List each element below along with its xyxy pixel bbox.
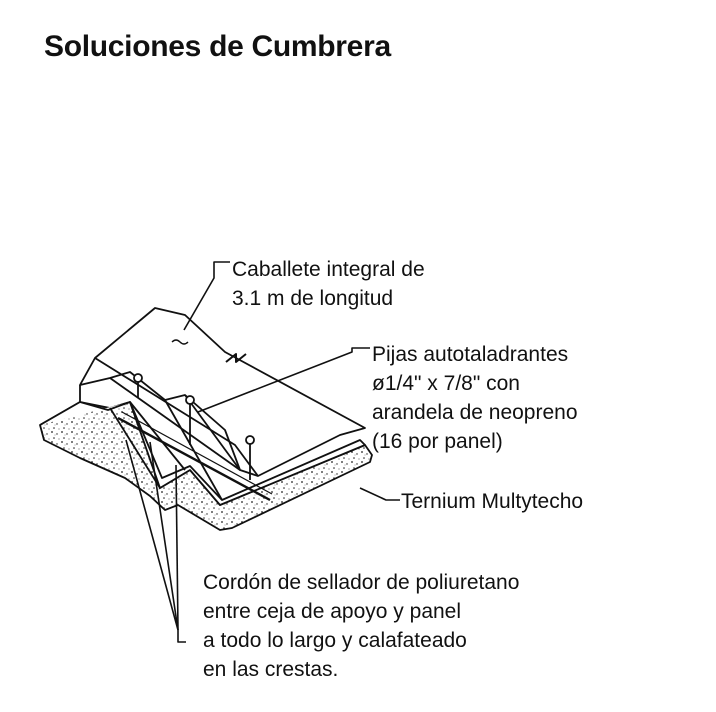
screw-icon <box>133 373 143 398</box>
callout-sealant: Cordón de sellador de poliuretano entre … <box>203 568 519 684</box>
callout-line: entre ceja de apoyo y panel <box>203 600 462 623</box>
panel-rib <box>129 401 186 471</box>
ridge-cap-fold <box>109 377 241 471</box>
panel-rib <box>164 399 223 501</box>
callout-line: ø1/4" x 7/8" con <box>372 372 520 395</box>
leader-sealant <box>175 464 179 631</box>
callout-line: Ternium Multytecho <box>401 490 584 513</box>
callout-line: Caballete integral de <box>232 258 425 281</box>
break-line-icon <box>225 353 247 363</box>
callout-line: a todo lo largo y calafateado <box>203 629 467 652</box>
panel-rib <box>109 407 161 489</box>
leader-panel <box>359 487 400 501</box>
callout-panel: Ternium Multytecho <box>401 487 583 516</box>
callout-line: (16 por panel) <box>372 430 503 453</box>
panel-rib <box>184 394 241 471</box>
screw-icon <box>185 395 195 445</box>
callout-ridge-cap: Caballete integral de 3.1 m de longitud <box>232 255 425 313</box>
page-title: Soluciones de Cumbrera <box>44 30 391 63</box>
leader-sealant <box>149 441 179 631</box>
callout-line: Cordón de sellador de poliuretano <box>203 571 520 594</box>
callout-line: 3.1 m de longitud <box>232 287 394 310</box>
leader-ridge-cap <box>183 261 230 331</box>
callout-line: Pijas autotaladrantes <box>372 343 569 366</box>
sealant-bead <box>117 416 271 502</box>
leader-screws <box>197 347 370 413</box>
leader-sealant <box>125 439 186 643</box>
sealant-bead <box>121 411 273 495</box>
screw-icon <box>245 435 255 480</box>
callout-line: arandela de neopreno <box>372 401 578 424</box>
tilde-mark-icon <box>171 339 189 345</box>
callout-line: en las crestas. <box>203 658 339 681</box>
callout-screws: Pijas autotaladrantes ø1/4" x 7/8" con a… <box>372 340 578 456</box>
